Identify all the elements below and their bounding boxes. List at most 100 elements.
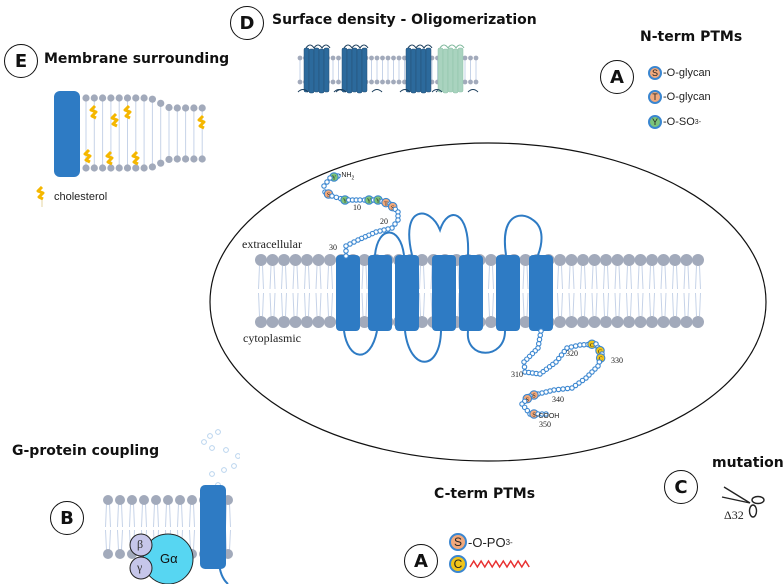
lipid-head [519,254,532,266]
receptor-helix [200,485,226,569]
lipid-head [123,94,132,102]
cysteine-residue-icon: C [449,555,467,573]
cholesterol [89,104,98,120]
lipid-head [577,316,589,328]
lipid-head [680,254,693,266]
lipid-head [165,155,173,164]
lipid-head [646,254,658,266]
icl1 [343,330,378,356]
lipid-head [190,155,198,163]
lipid-head [600,316,612,328]
lipid-head [82,164,90,172]
lipid-head [289,254,302,266]
panel-d-badge: D [230,6,264,40]
lipid-head [391,79,396,85]
lipid-head [577,254,589,266]
residue-number-20: 20 [380,217,388,226]
lipid-head [255,254,267,266]
lipid-head [385,79,391,85]
lipid-head [132,164,140,172]
c-term-legend-c-palmitoylation: C [449,555,532,573]
residue [536,336,543,343]
lipid-head [103,549,113,559]
residue [572,343,579,349]
lipid-head [657,254,670,266]
residue-letter: Y [367,199,372,205]
lipid-head [369,79,374,85]
lipid-head [634,316,647,328]
lipid-head [127,495,137,505]
lipid-head [139,495,149,505]
lipid-head [565,254,578,266]
lipid-head [374,79,380,85]
cholesterol [83,148,92,164]
receptor-monomer [335,44,383,94]
lipid-head [173,155,181,163]
lipid-head [402,79,407,85]
lipid-head [115,164,123,172]
lipid-head [148,163,156,171]
lipid-head [657,316,670,328]
residue-letter: S [391,205,394,211]
residue [223,447,229,453]
transmembrane-helices [336,255,553,331]
serine-residue-icon: S [648,66,662,80]
residue [324,179,330,185]
c-terminus-label: -COOH [536,413,560,420]
g-gamma-subunit [129,556,153,580]
lipid-head [485,254,497,266]
lipid-head [82,94,90,102]
residue-number-310: 310 [511,370,523,379]
lipid-head [462,55,468,61]
cholesterol-molecules [83,104,206,166]
lipid-head [336,55,341,61]
residue-letter: Y [343,199,348,205]
lipid-head [468,79,473,85]
residue [553,359,559,365]
cell-ellipse [209,142,767,462]
lipid-head [611,316,624,328]
residue [333,194,340,201]
lipid-head [278,316,290,328]
cytoplasmic-label: cytoplasmic [243,331,301,345]
lipid-head [140,164,148,172]
lipid-head [588,254,601,266]
lipid-head [336,79,341,85]
lipid-head [297,79,303,85]
residue [521,364,528,370]
lipid-head [396,79,402,85]
tm-helix-4 [432,255,456,331]
lipid-head [330,55,336,61]
cholesterol [131,150,140,166]
cholesterol-legend-label: cholesterol [54,191,108,203]
residue [560,386,566,392]
lipid-head [600,254,612,266]
panel-c-badge: C [664,470,698,504]
lipid-head [278,254,290,266]
cholesterol-icon [36,186,45,207]
cholesterol [197,114,206,130]
tm-helix-1 [336,255,360,331]
lipid-head [107,164,115,172]
residue-number-340: 340 [552,395,564,404]
residue [535,340,542,347]
residue [392,221,398,227]
lipid-head [165,103,173,112]
lipid-head [324,254,336,266]
ecl3 [503,214,543,256]
panel-d-title: Surface density - Oligomerization [272,12,537,28]
tm-helix-3 [395,255,419,331]
g-protein-coupling-illustration [103,429,240,584]
residue [555,386,562,393]
panel-e-badge: E [4,44,38,78]
lipid-head [611,254,624,266]
oligomerization-illustration [297,44,479,94]
lipid-head [588,316,601,328]
residue [569,385,575,391]
lipid-head [669,254,681,266]
residue-number-10: 10 [353,203,361,212]
g-alpha-label: Gα [160,551,178,566]
cholesterol [123,104,132,120]
residue [207,433,213,439]
lipid-head [380,79,385,85]
